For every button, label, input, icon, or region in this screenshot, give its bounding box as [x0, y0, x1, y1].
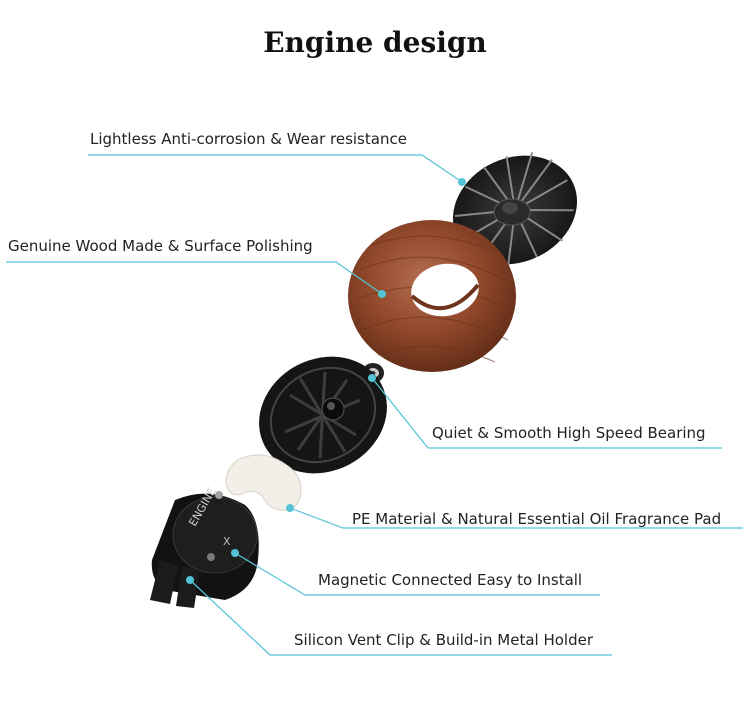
label-magnet: Magnetic Connected Easy to Install: [318, 571, 583, 589]
logo-mark-text: X: [223, 535, 231, 548]
label-fan: Lightless Anti-corrosion & Wear resistan…: [90, 130, 407, 148]
label-bearing: Quiet & Smooth High Speed Bearing: [432, 424, 706, 442]
wood-ring: [348, 220, 516, 372]
grille-housing: [259, 356, 387, 474]
page-title: Engine design: [263, 26, 487, 59]
leader-dots: [186, 178, 466, 584]
label-pad: PE Material & Natural Essential Oil Frag…: [352, 510, 722, 528]
leader-lines: [6, 154, 743, 656]
label-wood: Genuine Wood Made & Surface Polishing: [8, 237, 313, 255]
vent-clip: ENGINE X: [150, 485, 259, 608]
label-clip: Silicon Vent Clip & Build-in Metal Holde…: [294, 631, 593, 649]
fragrance-pad: [225, 454, 302, 511]
